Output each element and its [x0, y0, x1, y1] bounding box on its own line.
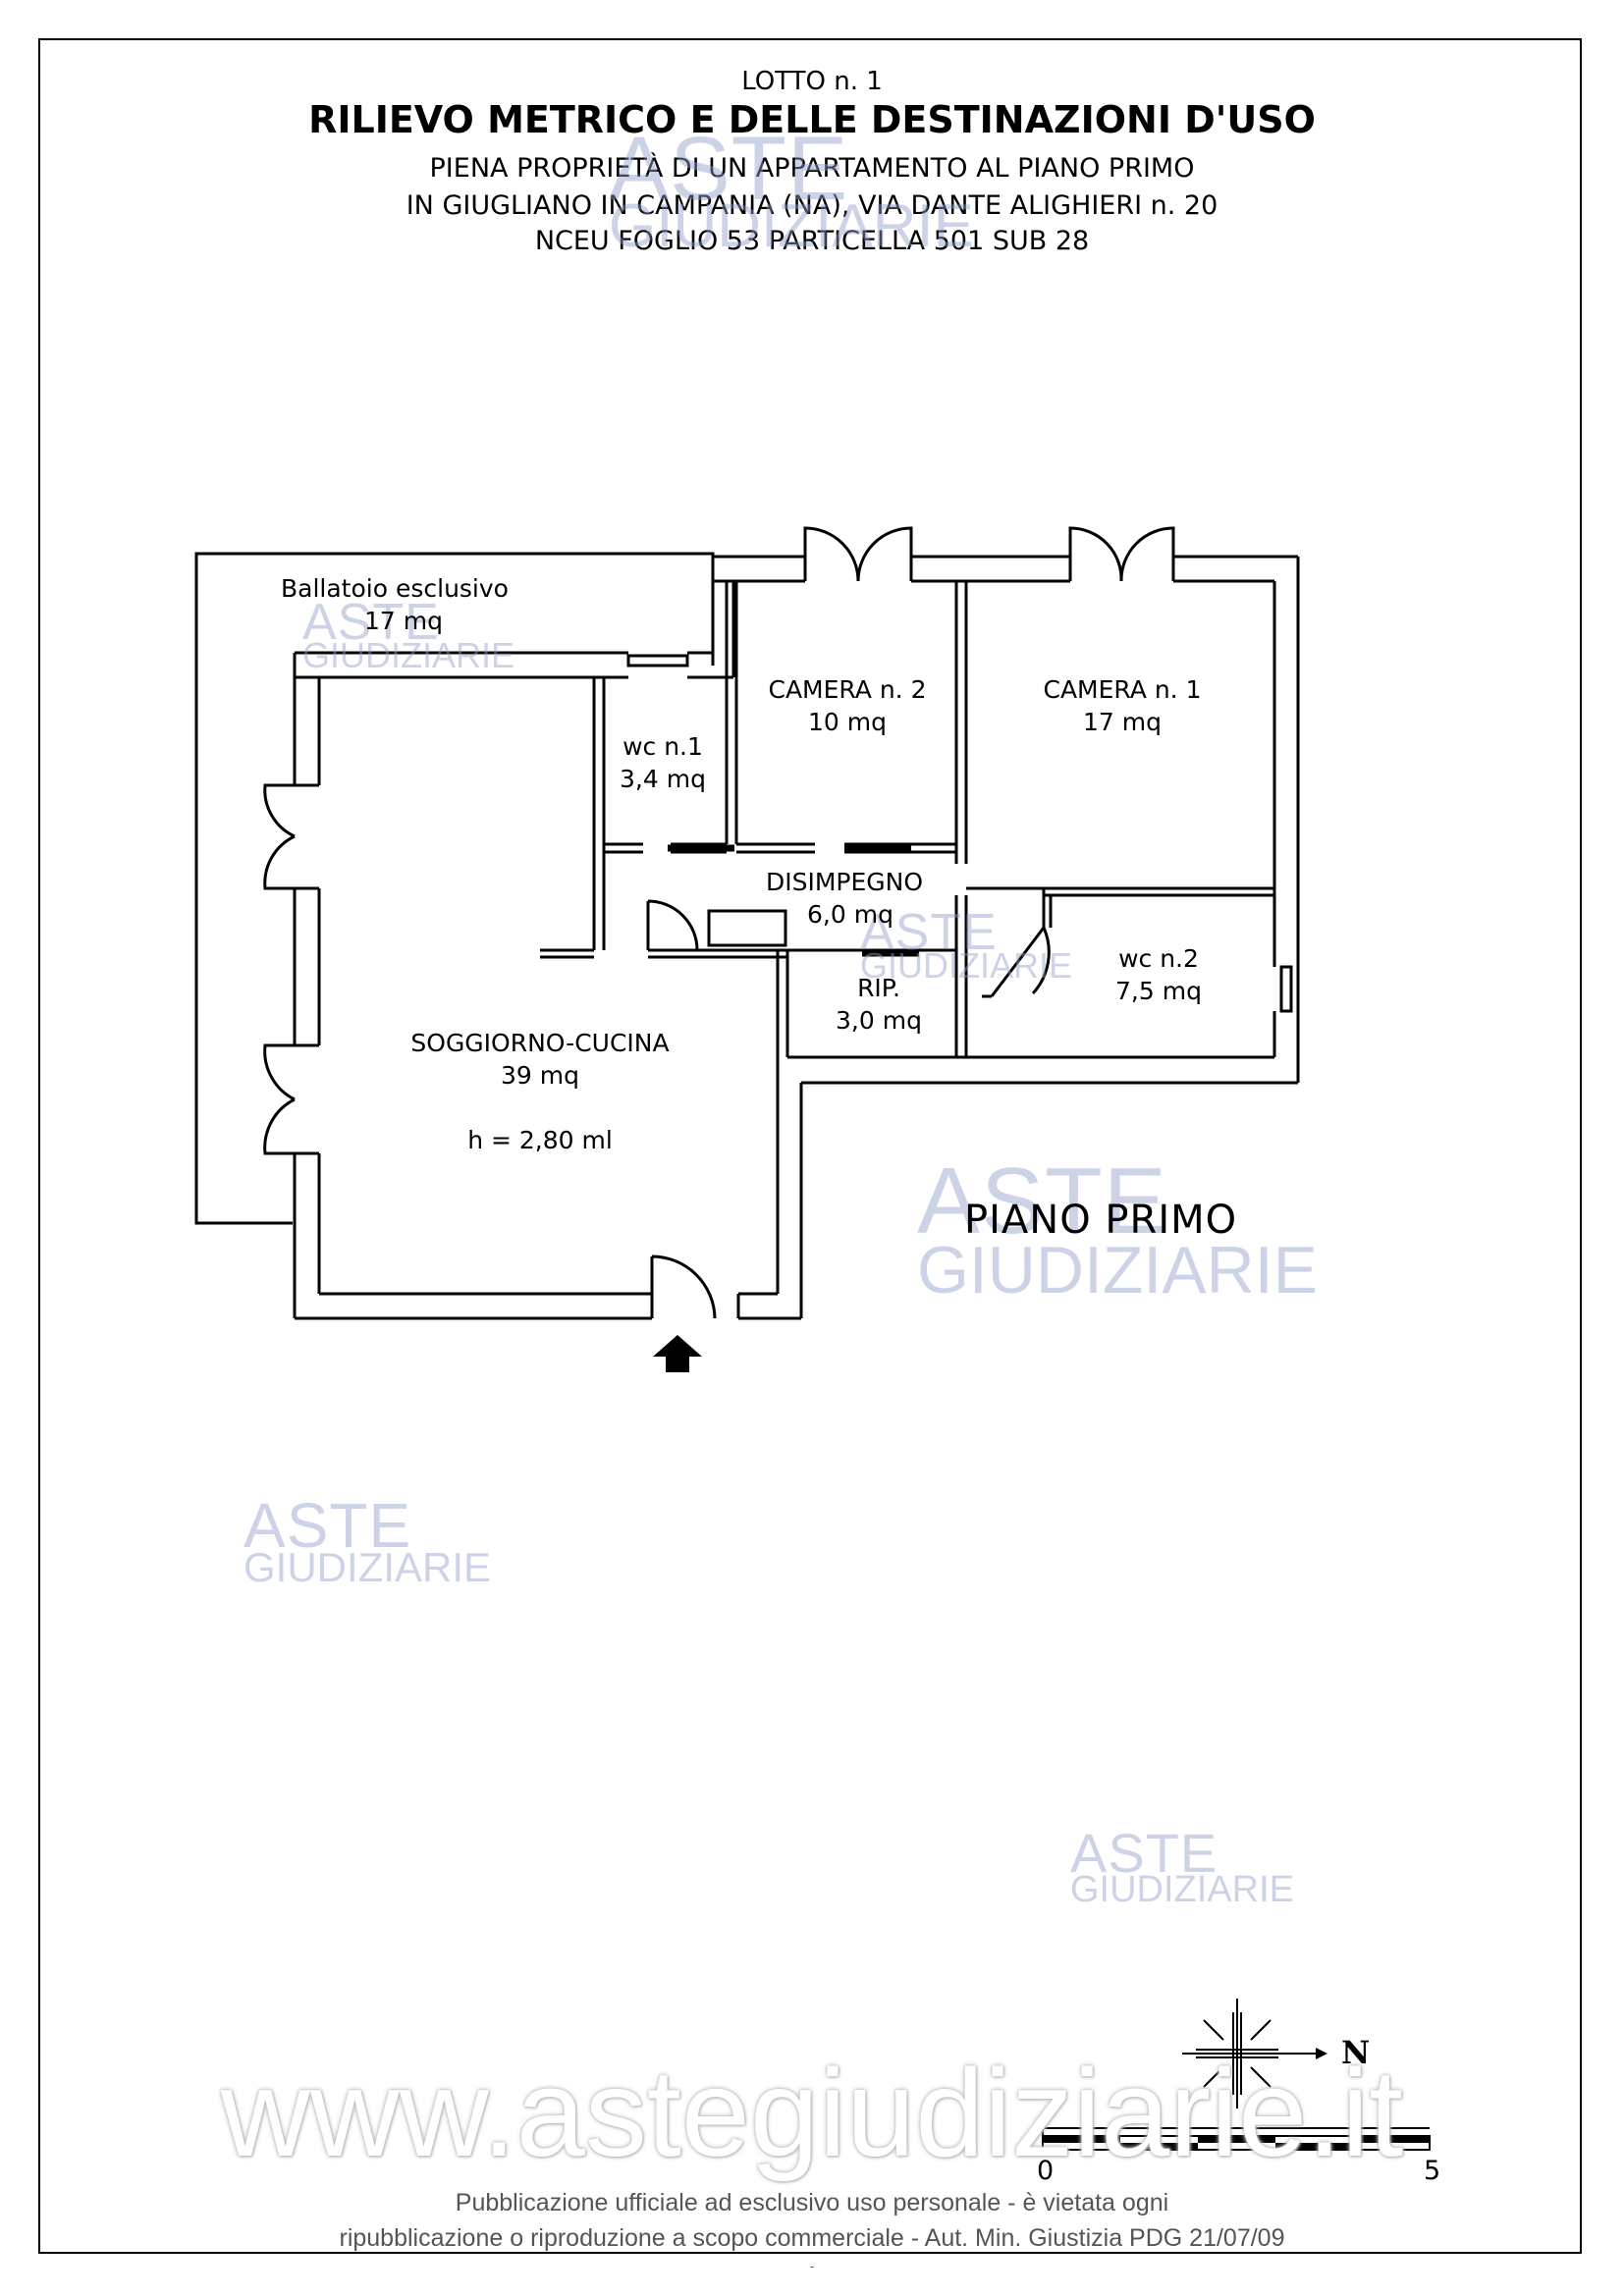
room-soggiorno-area: 39 mq [501, 1061, 579, 1090]
room-soggiorno-name: SOGGIORNO-CUCINA [410, 1029, 670, 1057]
subtitle-line-1: PIENA PROPRIETÀ DI UN APPARTAMENTO AL PI… [429, 153, 1195, 184]
room-wc-1: wc n.1 3,4 mq [607, 730, 719, 795]
room-ballatoio-name: Ballatoio esclusivo [281, 574, 509, 603]
room-wc-1-area: 3,4 mq [620, 765, 706, 793]
floor-plan-walls [194, 552, 1300, 1320]
room-wc-2-name: wc n.2 [1118, 944, 1199, 973]
page-title: RILIEVO METRICO E DELLE DESTINAZIONI D'U… [308, 98, 1316, 141]
floor-label: PIANO PRIMO [964, 1198, 1238, 1243]
room-wc-2-area: 7,5 mq [1115, 977, 1202, 1005]
scale-end-label: 5 [1424, 2156, 1441, 2186]
footer-line-3: - [809, 2258, 815, 2273]
room-camera-2-area: 10 mq [808, 708, 887, 736]
room-ripostiglio-name: RIP. [857, 974, 900, 1002]
footer-line-1: Pubblicazione ufficiale ad esclusivo uso… [455, 2189, 1169, 2216]
ceiling-height: h = 2,80 ml [467, 1126, 613, 1154]
subtitle-line-2: IN GIUGLIANO IN CAMPANIA (NA), VIA DANTE… [406, 190, 1218, 221]
room-camera-1-area: 17 mq [1083, 708, 1162, 736]
room-wc-2: wc n.2 7,5 mq [1060, 942, 1257, 1007]
entrance-arrow [653, 1335, 702, 1372]
room-camera-2-name: CAMERA n. 2 [768, 675, 927, 704]
page-frame [38, 38, 1582, 2254]
room-camera-2: CAMERA n. 2 10 mq [738, 673, 956, 738]
room-camera-1-name: CAMERA n. 1 [1043, 675, 1202, 704]
room-camera-1: CAMERA n. 1 17 mq [982, 673, 1263, 738]
website-watermark: www.astegiudiziarie.it [220, 2044, 1404, 2182]
room-disimpegno: DISIMPEGNO 6,0 mq [717, 866, 972, 931]
scale-start-label: 0 [1037, 2156, 1055, 2186]
sliding-doors [668, 844, 919, 957]
room-disimpegno-area: 6,0 mq [807, 900, 893, 929]
room-ballatoio-area: 17 mq [364, 607, 443, 635]
subtitle-line-3: NCEU FOGLIO 53 PARTICELLA 501 SUB 28 [534, 226, 1090, 256]
room-ripostiglio: RIP. 3,0 mq [805, 972, 952, 1037]
compass-rose [1182, 1999, 1316, 2109]
room-disimpegno-name: DISIMPEGNO [765, 868, 924, 896]
scale-bar [1042, 2127, 1431, 2151]
room-ballatoio: Ballatoio esclusivo 17 mq [281, 572, 509, 637]
footer-line-2: ripubblicazione o riproduzione a scopo c… [339, 2224, 1285, 2252]
north-label: N [1341, 2034, 1371, 2071]
lot-number: LOTTO n. 1 [741, 67, 883, 96]
room-ripostiglio-area: 3,0 mq [836, 1006, 922, 1035]
room-soggiorno-cucina: SOGGIORNO-CUCINA 39 mq h = 2,80 ml [334, 1027, 746, 1156]
door-swings [263, 526, 1175, 1319]
room-wc-1-name: wc n.1 [623, 732, 703, 761]
compass-arrowhead [1316, 2048, 1327, 2059]
